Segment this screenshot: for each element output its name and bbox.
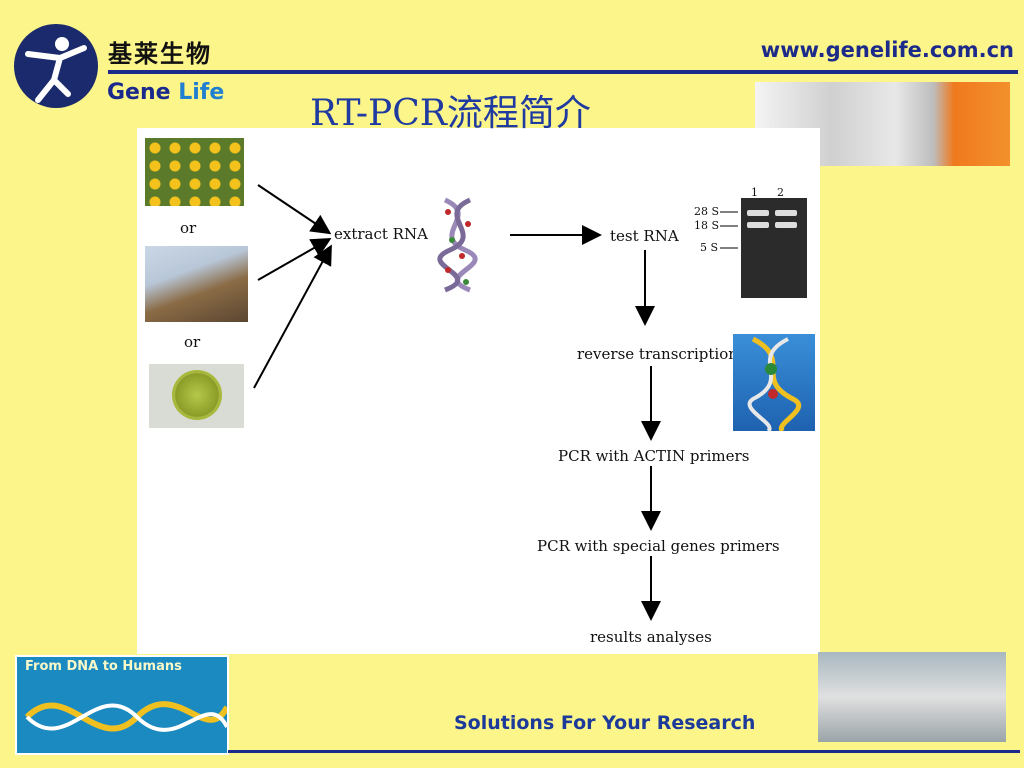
or-label-2: or [184, 333, 201, 351]
gel-lane-2: 2 [777, 186, 784, 199]
brand-en-gene: Gene [107, 80, 171, 105]
gel-marker-18s: 18 S [694, 219, 720, 232]
brand-cn: 基莱生物 [108, 40, 212, 68]
sunflower-image [145, 138, 244, 206]
gel-marker-28s: 28 S [694, 205, 720, 218]
dna-double-helix-icon [747, 336, 802, 434]
dna-helix-image [733, 334, 815, 434]
step-pcr-special: PCR with special genes primers [537, 537, 780, 555]
website-url: www.genelife.com.cn [760, 38, 1014, 62]
gel-band [747, 222, 769, 228]
cat-image [145, 246, 248, 322]
footer-banner-text: From DNA to Humans [25, 659, 182, 674]
footer-slogan: Solutions For Your Research [454, 712, 756, 734]
footer-computer-image [818, 652, 1006, 742]
arrow-pollen-to-extract [253, 244, 332, 389]
logo-figure-icon [25, 37, 87, 103]
step-results-analyses: results analyses [590, 628, 712, 646]
step-reverse-transcription: reverse transcription [577, 345, 738, 363]
or-label-1: or [180, 219, 197, 237]
gel-marker-5s: 5 S [700, 241, 719, 254]
slide-title: RT-PCR流程简介 [310, 93, 591, 134]
footer-divider [228, 750, 1020, 753]
footer-dna-banner: From DNA to Humans [15, 655, 229, 755]
step-test-rna: test RNA [610, 227, 679, 245]
brand-en-life: Life [178, 80, 225, 105]
step-extract-rna: extract RNA [334, 225, 428, 243]
gel-lane-1: 1 [751, 186, 758, 199]
step-pcr-actin: PCR with ACTIN primers [558, 447, 750, 465]
gel-band [775, 222, 797, 228]
banner-dna-icon [24, 701, 227, 732]
arrow-sunflower-to-extract [257, 184, 332, 235]
dna-helix-icon [437, 197, 478, 293]
diagram-panel [137, 128, 820, 654]
header-divider [108, 70, 1018, 74]
gel-image [741, 198, 807, 298]
gel-band [775, 210, 797, 216]
gel-marker-arrows [720, 211, 738, 249]
gel-band [747, 210, 769, 216]
arrow-cat-to-extract [257, 238, 332, 281]
brand-en: Gene Life [107, 80, 224, 105]
logo-circle [14, 24, 98, 108]
pollen-grain-icon [175, 373, 219, 417]
